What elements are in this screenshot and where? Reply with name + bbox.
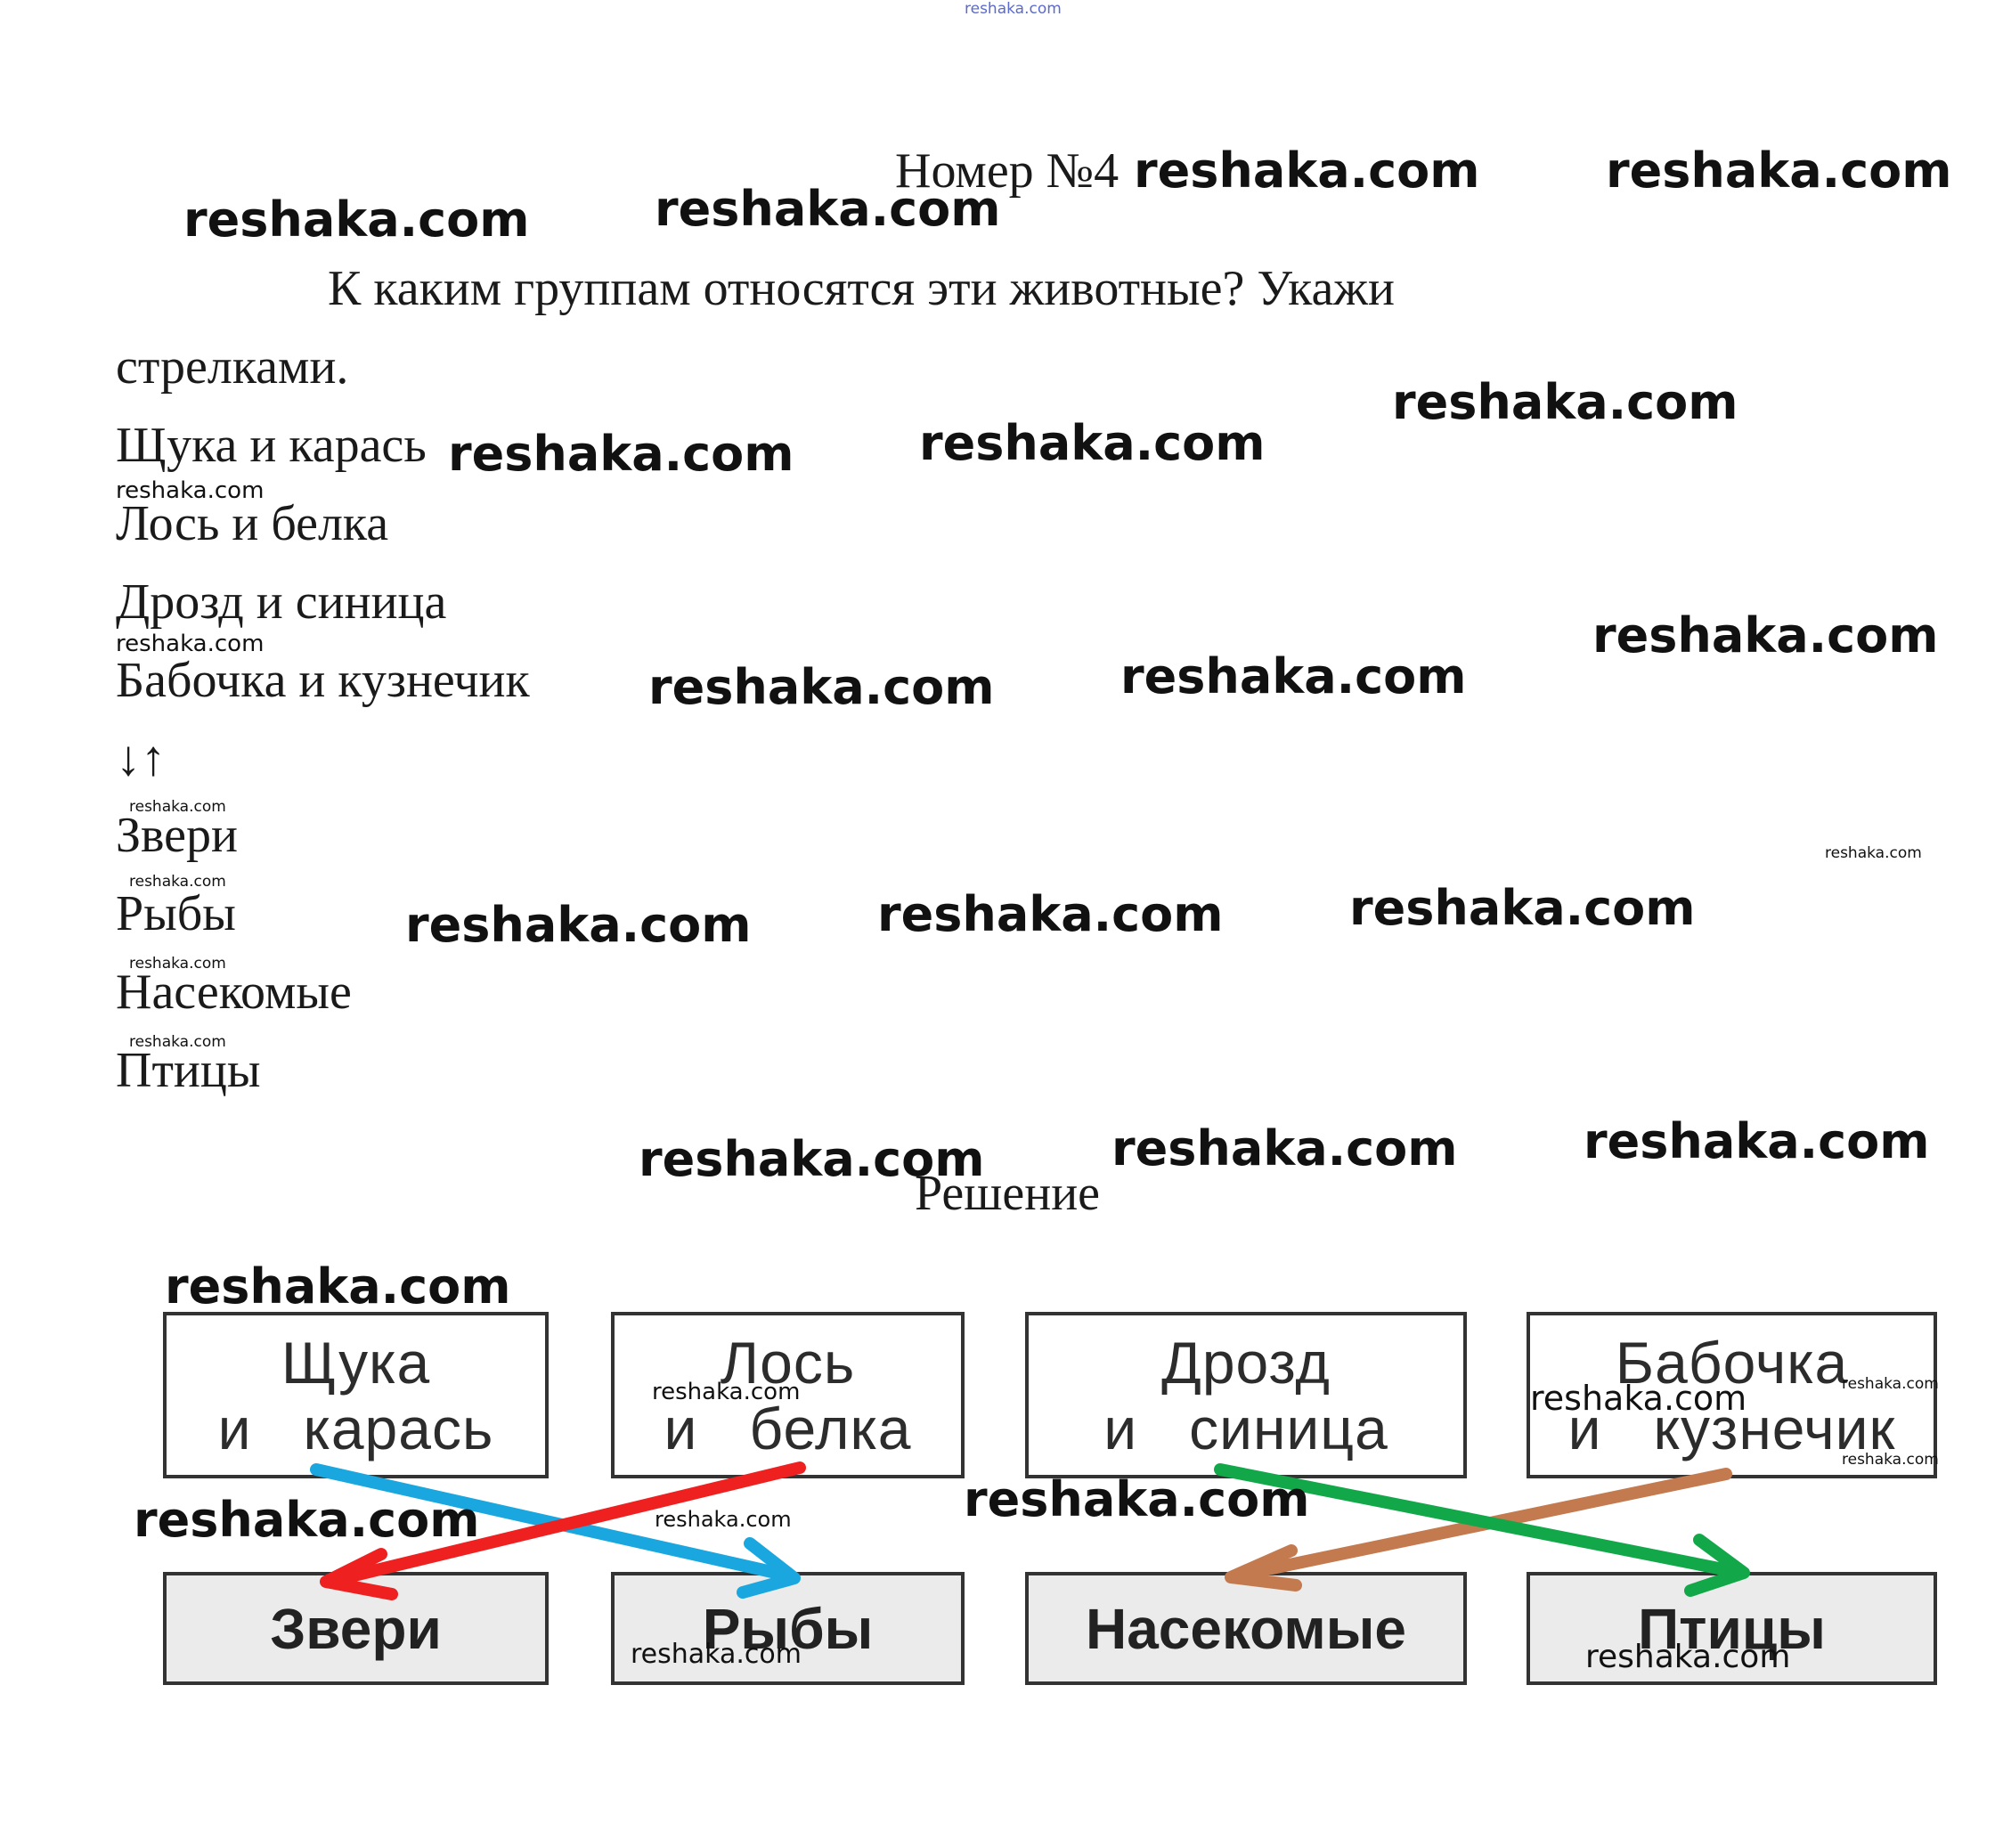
watermark: reshaka.com: [405, 897, 752, 953]
animal-item-2: Лось и белка: [116, 496, 389, 551]
box-thrush-titmouse: Дрозд и синица: [1025, 1312, 1467, 1478]
box-butterfly-grasshopper-line2: и кузнечик: [1567, 1395, 1896, 1461]
watermark: reshaka.com: [919, 415, 1266, 471]
watermark: reshaka.com: [1825, 844, 1922, 862]
watermark: reshaka.com: [165, 1258, 511, 1315]
box-moose-squirrel: Лось и белка: [611, 1312, 965, 1478]
watermark: reshaka.com: [1392, 374, 1738, 430]
watermark: reshaka.com: [1584, 1113, 1930, 1169]
question-text-line2: стрелками.: [116, 339, 349, 395]
group-item-1: Звери: [116, 808, 238, 863]
watermark: reshaka.com: [639, 1131, 985, 1187]
arrow-mammals: [320, 1461, 806, 1600]
box-thrush-titmouse-line2: и синица: [1103, 1395, 1388, 1461]
watermark: reshaka.com: [116, 477, 265, 504]
watermark: reshaka.com: [1585, 1639, 1791, 1675]
watermark: reshaka.com: [648, 659, 995, 715]
box-birds-label: Птицы: [1638, 1596, 1826, 1661]
box-butterfly-grasshopper-line1: Бабочка: [1615, 1329, 1849, 1396]
box-moose-squirrel-line2: и белка: [664, 1395, 912, 1461]
arrow-birds: [1214, 1463, 1750, 1597]
watermark: reshaka.com: [129, 1033, 226, 1051]
animal-item-1: Щука и карась: [116, 418, 427, 473]
box-pike-crucian: Щука и карась: [163, 1312, 549, 1478]
arrows-symbol: ↓↑: [116, 731, 166, 786]
watermark: reshaka.com: [652, 1379, 801, 1405]
watermark: reshaka.com: [1842, 1375, 1939, 1393]
watermark: reshaka.com: [655, 1507, 792, 1532]
animal-item-4: Бабочка и кузнечик: [116, 653, 530, 708]
watermark: reshaka.com: [1111, 1120, 1458, 1176]
watermark: reshaka.com: [116, 631, 265, 657]
watermark: reshaka.com: [129, 955, 226, 973]
box-butterfly-grasshopper: Бабочка и кузнечик: [1527, 1312, 1937, 1478]
box-pike-crucian-line2: и карась: [217, 1395, 494, 1461]
watermark: reshaka.com: [631, 1639, 802, 1670]
watermark: reshaka.com: [129, 873, 226, 891]
watermark: reshaka.com: [448, 426, 794, 482]
animal-item-3: Дрозд и синица: [116, 574, 447, 630]
group-item-4: Птицы: [116, 1043, 261, 1098]
exercise-number: Номер №4: [895, 143, 1120, 199]
solution-label: Решение: [915, 1166, 1101, 1221]
watermark: reshaka.com: [1349, 880, 1696, 936]
box-moose-squirrel-line1: Лось: [720, 1329, 856, 1396]
group-item-2: Рыбы: [116, 886, 236, 941]
box-thrush-titmouse-line1: Дрозд: [1161, 1329, 1331, 1396]
watermark: reshaka.com: [1606, 142, 1952, 199]
watermark: reshaka.com: [1530, 1379, 1747, 1418]
watermark: reshaka.com: [134, 1492, 480, 1548]
watermark: reshaka.com: [1592, 607, 1939, 663]
watermark: reshaka.com: [1134, 142, 1480, 199]
watermark: reshaka.com: [183, 191, 530, 248]
watermark: reshaka.com: [1120, 648, 1467, 704]
box-insects-label: Насекомые: [1085, 1596, 1407, 1661]
box-pike-crucian-line1: Щука: [281, 1329, 431, 1396]
watermark: reshaka.com: [655, 181, 1001, 237]
group-item-3: Насекомые: [116, 965, 352, 1020]
watermark: reshaka.com: [877, 886, 1224, 942]
watermark-top: reshaka.com: [965, 0, 1062, 18]
watermark: reshaka.com: [129, 798, 226, 816]
question-text-line1: К каким группам относятся эти животные? …: [328, 261, 1395, 316]
box-fish-label: Рыбы: [702, 1596, 874, 1661]
watermark: reshaka.com: [1842, 1451, 1939, 1469]
watermark: reshaka.com: [964, 1471, 1310, 1527]
box-mammals-label: Звери: [270, 1596, 442, 1661]
